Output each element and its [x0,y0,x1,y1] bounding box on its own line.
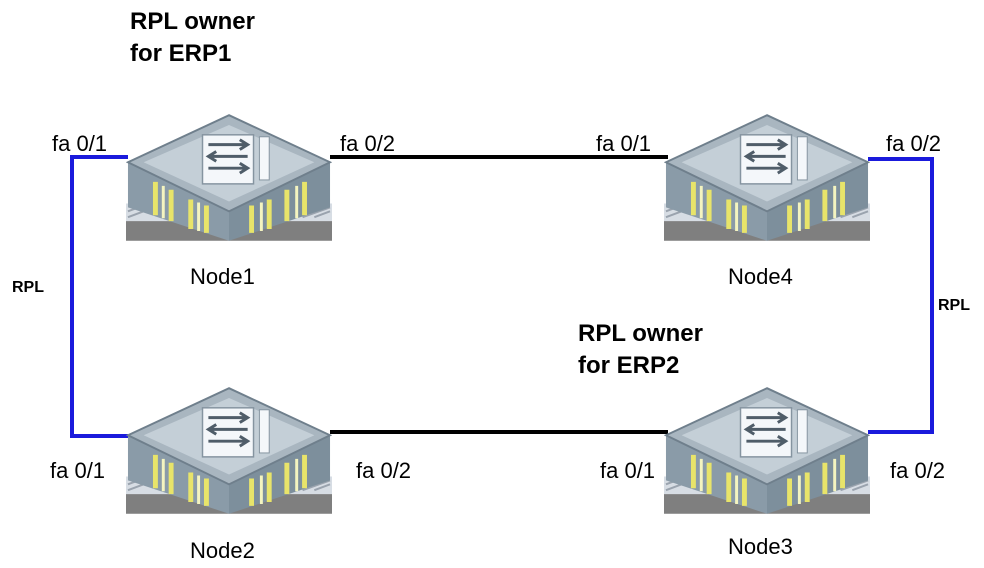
node1-switch-icon [126,115,332,241]
node4-port-left: fa 0/1 [596,131,652,156]
node2-label: Node2 [190,538,255,563]
owner-erp1-line1: RPL owner [130,8,255,35]
owner-erp2-annotation: RPL owner for ERP2 [578,318,703,382]
owner-erp2-line1: RPL owner [578,320,703,347]
node4-port-right: fa 0/2 [886,131,942,156]
node4-switch-icon [664,115,870,241]
node2-switch-icon [126,388,332,514]
node3-port-right: fa 0/2 [890,458,946,483]
rpl-label-left: RPL [12,279,44,296]
rpl-link-left [70,155,128,438]
rpl-label-right: RPL [938,297,970,314]
owner-erp2-line2: for ERP2 [578,352,680,379]
node3-label: Node3 [728,534,793,559]
node4-label: Node4 [728,264,793,289]
node3-switch-icon [664,388,870,514]
owner-erp1-annotation: RPL owner for ERP1 [130,6,255,70]
node1-port-right: fa 0/2 [340,131,396,156]
node1-port-left: fa 0/1 [52,131,108,156]
node2-port-left: fa 0/1 [50,458,106,483]
node1-label: Node1 [190,264,255,289]
rpl-link-right [868,157,934,434]
node2-port-right: fa 0/2 [356,458,412,483]
owner-erp1-line2: for ERP1 [130,40,232,67]
node3-port-left: fa 0/1 [600,458,656,483]
